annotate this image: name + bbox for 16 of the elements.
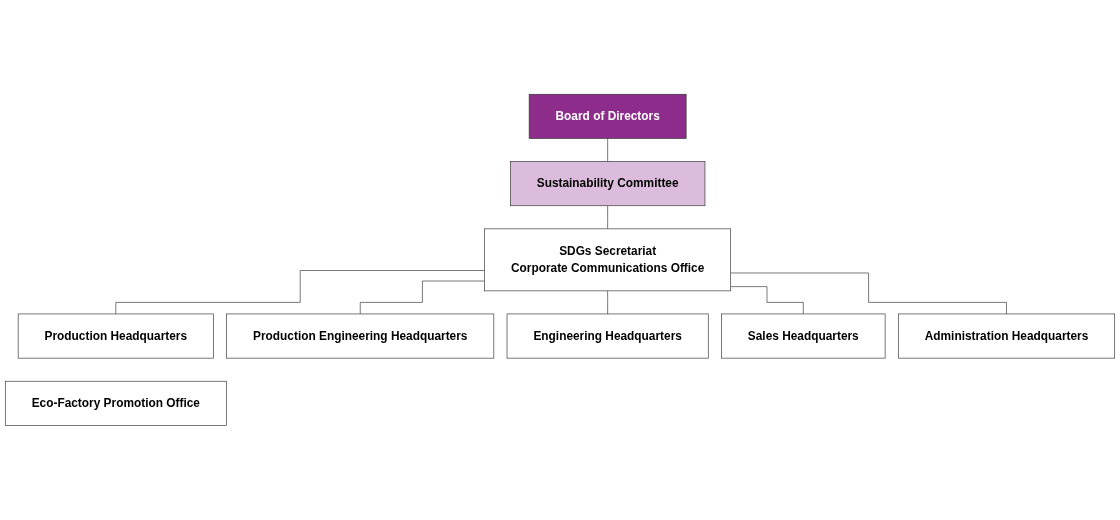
connector <box>359 280 485 315</box>
connector <box>607 290 608 315</box>
node-box: Eco-Factory Promotion Office <box>4 381 227 426</box>
node-box: Production Engineering Headquarters <box>226 313 495 359</box>
node-box: Administration Headquarters <box>897 313 1116 359</box>
node-box: Sustainability Committee <box>510 161 706 207</box>
node-box: Board of Directors <box>528 94 687 139</box>
connector <box>607 205 608 230</box>
connector <box>730 272 1007 315</box>
node-box: SDGs Secretariat Corporate Communications Office <box>484 228 732 292</box>
connector <box>607 138 608 163</box>
connector <box>730 286 804 315</box>
connector <box>115 270 485 315</box>
node-box: Sales Headquarters <box>721 313 886 359</box>
node-box: Engineering Headquarters <box>506 313 709 359</box>
node-box: Production Headquarters <box>17 313 214 359</box>
